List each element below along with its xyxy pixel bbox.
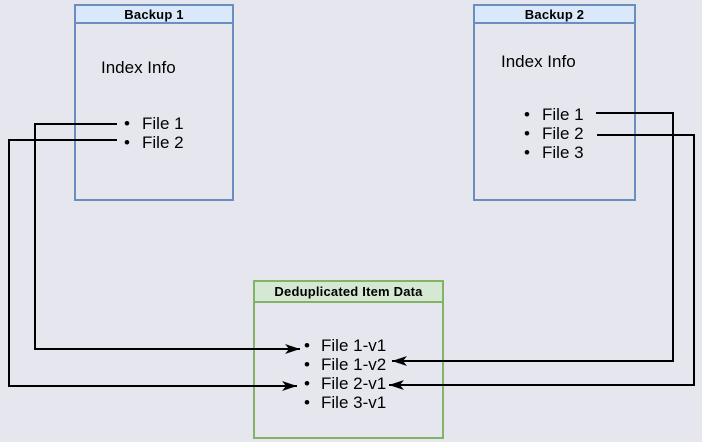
bullet-icon: • (524, 142, 530, 162)
file-label: File 2 (542, 123, 584, 143)
bullet-icon: • (304, 354, 310, 374)
bullet-icon: • (304, 335, 310, 355)
file-label: File 2-v1 (321, 373, 387, 393)
file-label: File 1-v1 (321, 335, 387, 355)
backup2-title: Backup 2 (524, 6, 585, 22)
list-item: • File 1 (524, 105, 584, 124)
backup1-file-list: • File 1 • File 2 (124, 114, 184, 152)
dedup-title: Deduplicated Item Data (274, 284, 423, 299)
backup2-file-list: • File 1 • File 2 • File 3 (524, 105, 584, 162)
file-label: File 3 (542, 142, 584, 162)
backup2-index-info-label: Index Info (501, 52, 576, 71)
dedup-header: Deduplicated Item Data (255, 282, 442, 303)
bullet-icon: • (524, 104, 530, 124)
list-item: • File 2-v1 (304, 374, 386, 393)
file-label: File 1-v2 (321, 354, 387, 374)
file-label: File 1 (542, 104, 584, 124)
list-item: • File 1 (124, 114, 184, 133)
dedup-file-list: • File 1-v1 • File 1-v2 • File 2-v1 • Fi… (304, 336, 386, 412)
backup1-header: Backup 1 (76, 6, 232, 24)
bullet-icon: • (304, 373, 310, 393)
backup1-index-info-label: Index Info (101, 58, 176, 77)
bullet-icon: • (304, 392, 310, 412)
backup1-box: Backup 1 (74, 4, 234, 201)
file-label: File 3-v1 (321, 392, 387, 412)
bullet-icon: • (124, 132, 130, 152)
list-item: • File 3-v1 (304, 393, 386, 412)
bullet-icon: • (124, 113, 130, 133)
backup2-box: Backup 2 (473, 4, 636, 201)
list-item: • File 2 (524, 124, 584, 143)
backup1-title: Backup 1 (124, 6, 184, 22)
bullet-icon: • (524, 123, 530, 143)
file-label: File 2 (142, 132, 184, 152)
list-item: • File 1-v1 (304, 336, 386, 355)
file-label: File 1 (142, 113, 184, 133)
list-item: • File 2 (124, 133, 184, 152)
backup2-header: Backup 2 (475, 6, 634, 24)
list-item: • File 1-v2 (304, 355, 386, 374)
list-item: • File 3 (524, 143, 584, 162)
